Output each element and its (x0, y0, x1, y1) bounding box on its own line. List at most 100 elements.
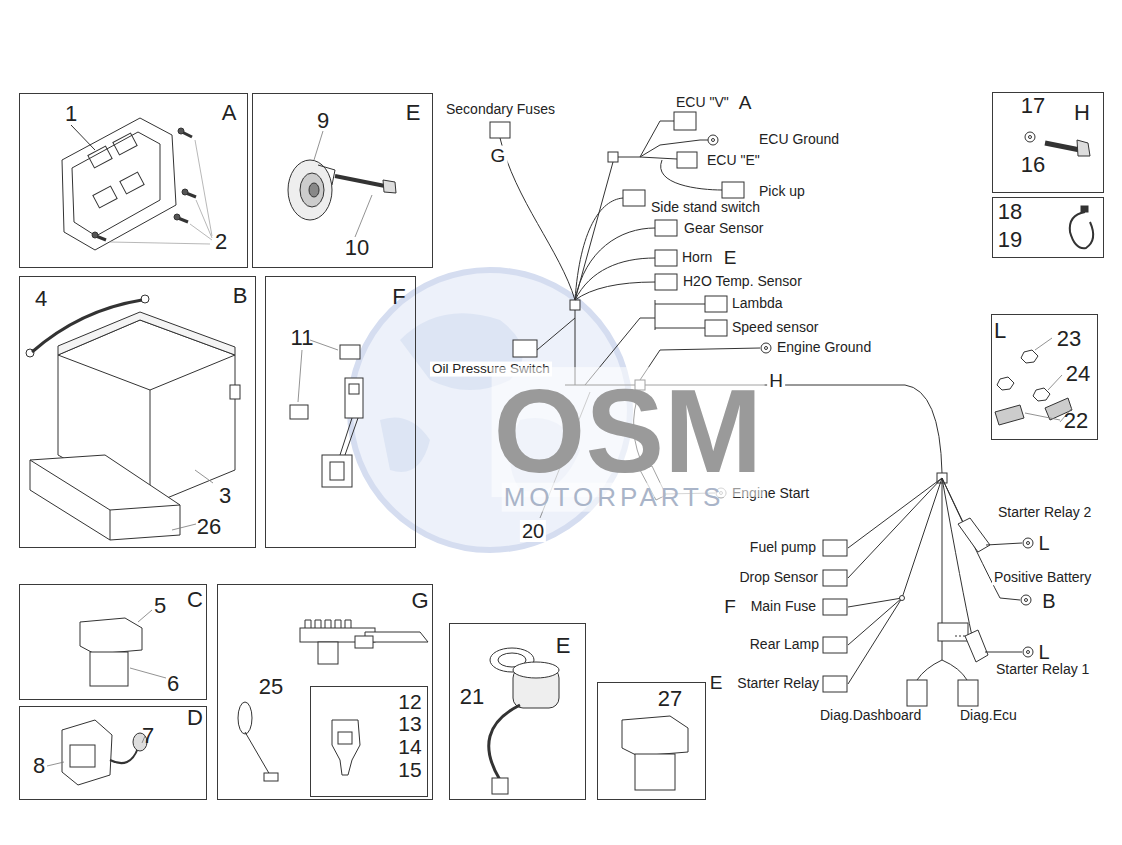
relay-27 (622, 716, 688, 790)
horn-stroke (300, 173, 324, 207)
harness-wires-stroke (655, 250, 677, 266)
relay-stroke (130, 610, 166, 678)
ecu-screws-stroke (92, 232, 98, 238)
part-panel: D78 (19, 706, 207, 800)
battery-stroke (58, 312, 235, 355)
harness-wires-stroke (823, 540, 847, 556)
connector-label: Starter Relay 1 (994, 662, 1091, 677)
fuse-box-stroke (245, 732, 270, 775)
drop-sensor (47, 720, 147, 785)
nuts-terminals-stroke (1033, 388, 1050, 401)
bolt-washer-stroke (1077, 140, 1090, 156)
harness-wires-stroke (705, 320, 727, 336)
drop-sensor-stroke (70, 745, 95, 767)
cable-tie-stroke (1081, 206, 1088, 212)
fuse-box-stroke (365, 632, 428, 642)
callout-number: 1 (65, 103, 77, 125)
cable-tie (1070, 206, 1093, 248)
connector-label: Pick up (757, 184, 807, 199)
battery-stroke (30, 455, 180, 540)
ecu-unit-stroke (71, 125, 95, 150)
harness-wires-stroke (708, 135, 718, 145)
ecu-unit-stroke (72, 132, 160, 236)
nuts-terminals-stroke (1021, 350, 1038, 363)
battery-stroke (30, 460, 180, 510)
ecu-screws-stroke (178, 128, 184, 134)
harness-wires-stroke (722, 182, 744, 198)
callout-letter: L (1036, 532, 1051, 554)
callout-number: 5 (154, 595, 166, 617)
fuses-stroke (340, 418, 358, 455)
harness-wires-stroke (958, 680, 978, 706)
callout-number: 14 (398, 736, 421, 757)
group-letter: C (187, 589, 203, 611)
group-letter: D (187, 707, 203, 729)
socket-stroke (489, 705, 520, 780)
callout-letter: B (1040, 590, 1057, 612)
harness-wires-stroke (537, 318, 575, 350)
connector-label: Drop Sensor (737, 570, 820, 585)
watermark-globe-stroke (380, 418, 430, 473)
harness-wires-stroke (575, 282, 655, 300)
connector-label: H2O Temp. Sensor (681, 274, 804, 289)
harness-wires-stroke (640, 157, 677, 159)
harness-wires-stroke (848, 478, 942, 548)
harness-wires-stroke (623, 190, 645, 206)
harness-wires-stroke (985, 652, 1022, 653)
callout-number: 27 (658, 688, 682, 710)
harness-wires-stroke (848, 478, 942, 578)
harness-wires-stroke (608, 152, 618, 162)
fuses-stroke (322, 455, 352, 487)
harness-wires-stroke (655, 220, 677, 236)
harness-wires-stroke (986, 543, 1022, 545)
drop-sensor-stroke (110, 748, 138, 763)
harness-wires-stroke (1021, 595, 1031, 605)
watermark: OSM (492, 367, 765, 497)
horn-stroke (314, 131, 372, 237)
fuses-stroke (345, 378, 363, 418)
callout-letter: E (708, 673, 725, 694)
nuts-terminals-stroke (997, 377, 1014, 390)
battery (26, 295, 240, 540)
callout-number: 22 (1064, 410, 1088, 432)
fuses (290, 340, 363, 487)
fuse-box-stroke (338, 732, 352, 744)
bolt-washer-stroke (1045, 143, 1080, 150)
fuse-box-stroke (238, 702, 252, 734)
part-panel: 1819 (992, 197, 1104, 258)
battery-stroke (230, 385, 240, 399)
bolt-washer-stroke (1029, 136, 1032, 139)
ecu-screws-stroke (174, 214, 180, 220)
connector-label: Diag.Ecu (958, 708, 1019, 723)
harness-wires-stroke (938, 623, 968, 641)
fuses-stroke (290, 405, 308, 419)
callout-number: 3 (219, 485, 231, 507)
connector-label: Positive Battery (992, 570, 1093, 585)
ecu-unit-stroke (93, 186, 117, 208)
harness-wires-stroke (500, 138, 575, 300)
callout-letter: F (722, 597, 738, 618)
ecu-unit (62, 118, 176, 250)
fuse-box-stroke (332, 720, 360, 775)
callout-number: 4 (35, 288, 47, 310)
harness-wires-stroke (1027, 542, 1030, 545)
harness-wires-stroke (958, 518, 990, 552)
group-letter: L (994, 320, 1006, 342)
horn (288, 131, 396, 237)
bolt-washer (1025, 132, 1090, 156)
battery-stroke (58, 355, 235, 390)
harness-wires-stroke (761, 343, 771, 353)
cable-tie-stroke (1070, 212, 1093, 248)
callout-letter: G (489, 146, 508, 167)
harness-wires-stroke (848, 478, 942, 684)
part-panel: 4B326 (19, 276, 256, 548)
callout-number: 26 (197, 516, 221, 538)
group-letter: G (411, 590, 428, 612)
harness-wires-stroke (1027, 651, 1030, 654)
relay (80, 610, 166, 686)
harness-wires-stroke (513, 340, 537, 357)
bolt-washer-stroke (1025, 132, 1035, 142)
part-panel: G2512131415 (217, 584, 433, 800)
harness-wires-stroke (823, 570, 847, 586)
harness-wires-stroke (955, 636, 965, 637)
